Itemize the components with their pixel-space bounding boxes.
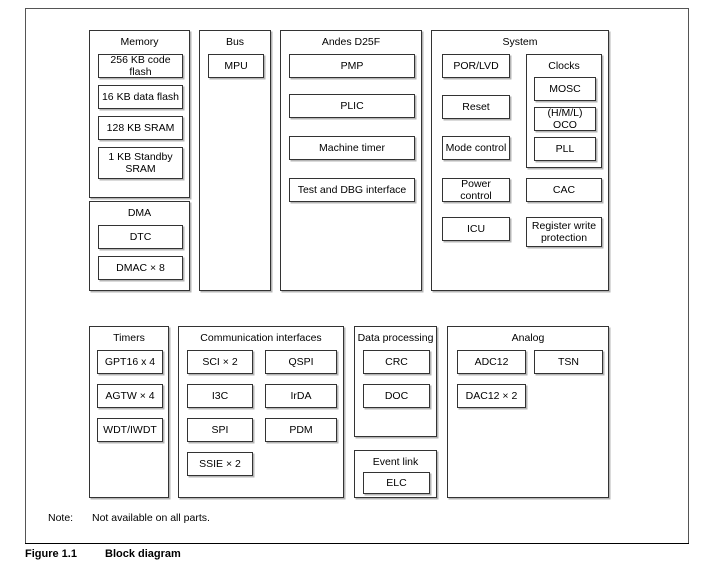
block-sram[interactable]: 128 KB SRAM xyxy=(98,116,183,140)
figure-caption: Figure 1.1 Block diagram xyxy=(25,547,181,561)
note: Note: Not available on all parts. xyxy=(48,511,210,525)
block-gpt16[interactable]: GPT16 x 4 xyxy=(97,350,163,374)
block-crc[interactable]: CRC xyxy=(363,350,430,374)
note-label: Note: xyxy=(48,512,74,524)
group-bus-title: Bus xyxy=(225,36,245,48)
block-qspi[interactable]: QSPI xyxy=(265,350,337,374)
group-event-link-title: Event link xyxy=(372,456,419,468)
block-power-control[interactable]: Power control xyxy=(442,178,510,202)
block-test-dbg-interface[interactable]: Test and DBG interface xyxy=(289,178,415,202)
group-dma: DMA DTC DMAC × 8 xyxy=(89,201,190,291)
block-adc12[interactable]: ADC12 xyxy=(457,350,526,374)
group-timers-title: Timers xyxy=(113,332,145,344)
group-event-link: Event link ELC xyxy=(354,450,437,498)
group-cpu: Andes D25F PMP PLIC Machine timer Test a… xyxy=(280,30,422,291)
group-timers: Timers GPT16 x 4 AGTW × 4 WDT/IWDT xyxy=(89,326,169,498)
group-clocks-title: Clocks xyxy=(548,60,580,72)
block-icu[interactable]: ICU xyxy=(442,217,510,241)
figure-number: Figure 1.1 xyxy=(25,548,77,560)
group-memory-title: Memory xyxy=(120,36,159,48)
block-wdt-iwdt[interactable]: WDT/IWDT xyxy=(97,418,163,442)
group-communication: Communication interfaces SCI × 2 I3C SPI… xyxy=(178,326,344,498)
figure-title: Block diagram xyxy=(105,548,181,560)
group-system-title: System xyxy=(502,36,538,48)
block-dmac[interactable]: DMAC × 8 xyxy=(98,256,183,280)
block-standby-sram[interactable]: 1 KB Standby SRAM xyxy=(98,147,183,179)
group-memory: Memory 256 KB code flash 16 KB data flas… xyxy=(89,30,190,198)
block-mode-control[interactable]: Mode control xyxy=(442,136,510,160)
group-system: System POR/LVD Reset Mode control Power … xyxy=(431,30,609,291)
note-text: Not available on all parts. xyxy=(92,512,210,524)
group-analog-title: Analog xyxy=(511,332,545,344)
block-elc[interactable]: ELC xyxy=(363,472,430,494)
block-code-flash[interactable]: 256 KB code flash xyxy=(98,54,183,78)
block-agtw[interactable]: AGTW × 4 xyxy=(97,384,163,408)
block-sci[interactable]: SCI × 2 xyxy=(187,350,253,374)
group-communication-title: Communication interfaces xyxy=(200,332,322,344)
block-mosc[interactable]: MOSC xyxy=(534,77,596,101)
block-irda[interactable]: IrDA xyxy=(265,384,337,408)
block-dtc[interactable]: DTC xyxy=(98,225,183,249)
block-doc[interactable]: DOC xyxy=(363,384,430,408)
group-data-processing-title: Data processing xyxy=(357,332,434,344)
group-data-processing: Data processing CRC DOC xyxy=(354,326,437,437)
block-cac[interactable]: CAC xyxy=(526,178,602,202)
block-data-flash[interactable]: 16 KB data flash xyxy=(98,85,183,109)
group-dma-title: DMA xyxy=(127,207,152,219)
block-ssie[interactable]: SSIE × 2 xyxy=(187,452,253,476)
caption-divider xyxy=(25,543,689,544)
group-analog: Analog ADC12 DAC12 × 2 TSN xyxy=(447,326,609,498)
block-plic[interactable]: PLIC xyxy=(289,94,415,118)
block-dac12[interactable]: DAC12 × 2 xyxy=(457,384,526,408)
block-pll[interactable]: PLL xyxy=(534,137,596,161)
block-pmp[interactable]: PMP xyxy=(289,54,415,78)
block-por-lvd[interactable]: POR/LVD xyxy=(442,54,510,78)
block-machine-timer[interactable]: Machine timer xyxy=(289,136,415,160)
group-bus: Bus MPU xyxy=(199,30,271,291)
block-pdm[interactable]: PDM xyxy=(265,418,337,442)
block-spi[interactable]: SPI xyxy=(187,418,253,442)
block-reset[interactable]: Reset xyxy=(442,95,510,119)
block-tsn[interactable]: TSN xyxy=(534,350,603,374)
block-i3c[interactable]: I3C xyxy=(187,384,253,408)
group-clocks: Clocks MOSC (H/M/L) OCO PLL xyxy=(526,54,602,168)
block-oco[interactable]: (H/M/L) OCO xyxy=(534,107,596,131)
group-cpu-title: Andes D25F xyxy=(321,36,381,48)
block-mpu[interactable]: MPU xyxy=(208,54,264,78)
block-register-write-protection[interactable]: Register write protection xyxy=(526,217,602,247)
